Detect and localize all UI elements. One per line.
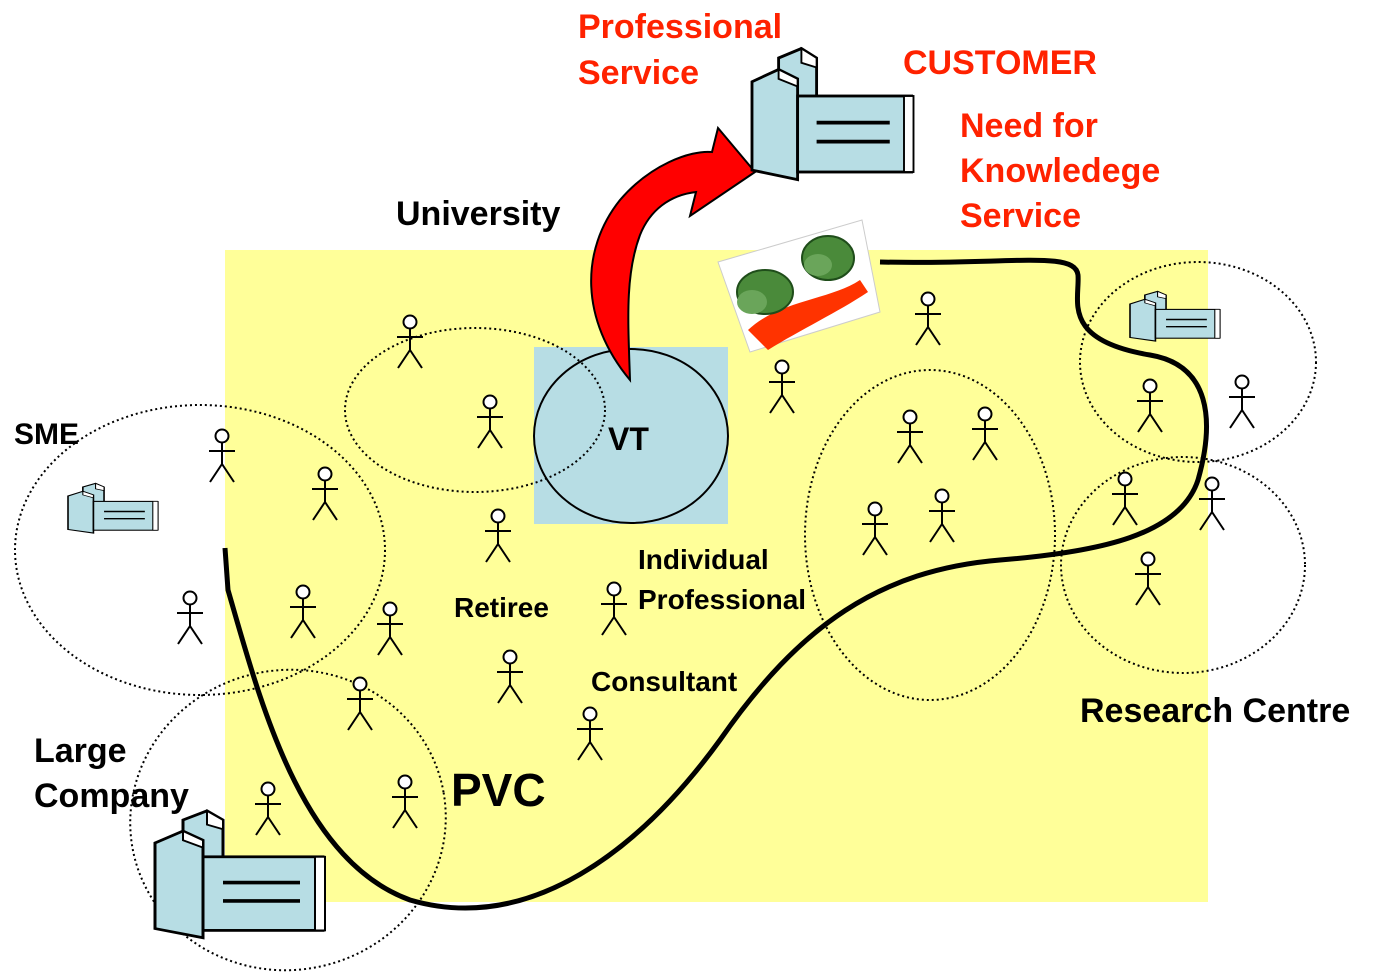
building-icon (750, 46, 916, 182)
sme-group (14, 404, 386, 696)
pvc-label: PVC (451, 764, 546, 816)
person-icon (176, 590, 204, 645)
large-company-label-2: Company (34, 777, 189, 815)
individual-professional-label-2: Professional (638, 584, 806, 615)
need-label-2: Knowledege (960, 152, 1160, 190)
pvc-boundary (222, 257, 1209, 911)
need-label-1: Need for (960, 107, 1098, 145)
money-icon (717, 219, 881, 353)
large-company-label-1: Large (34, 732, 127, 770)
professional-service-label-1: Professional (578, 8, 782, 46)
person-icon (1228, 374, 1256, 429)
retiree-label: Retiree (454, 592, 549, 623)
university-group (344, 327, 606, 493)
curved-arrow-icon (590, 125, 757, 383)
building-icon (66, 482, 160, 535)
consultant-label: Consultant (591, 666, 737, 697)
research-group-bottom (1060, 456, 1306, 674)
individual-professional-label-1: Individual (638, 544, 769, 575)
university-label: University (396, 195, 560, 233)
individual-group (804, 369, 1056, 701)
research-centre-label: Research Centre (1080, 692, 1350, 730)
need-label-3: Service (960, 197, 1081, 235)
professional-service-label-2: Service (578, 54, 699, 92)
vt-circle (533, 348, 729, 524)
customer-label: CUSTOMER (903, 44, 1097, 82)
sme-label: SME (14, 418, 79, 451)
large-company-group (129, 668, 447, 972)
vt-label: VT (608, 421, 649, 457)
research-group-top (1079, 261, 1317, 463)
